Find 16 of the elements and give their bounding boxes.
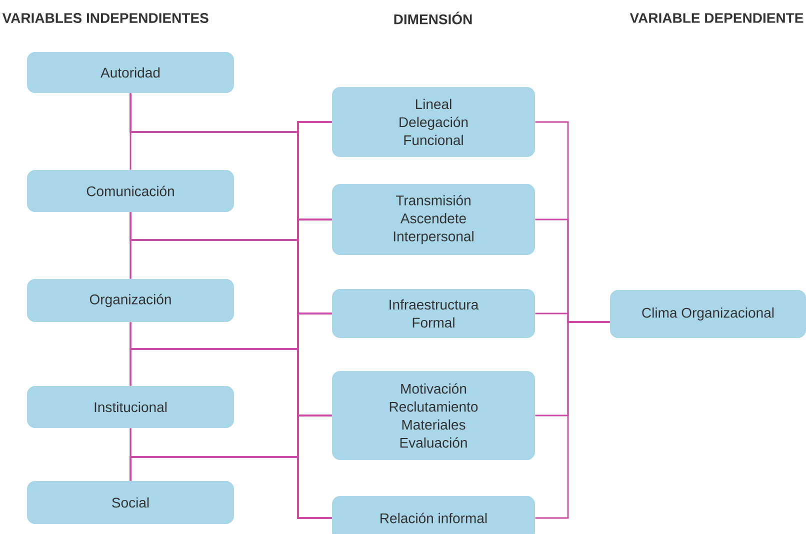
variable-box: Comunicación: [27, 170, 234, 212]
variable-box: Motivación Reclutamiento Materiales Evaluación: [332, 371, 535, 460]
variable-box: Infraestructura Formal: [332, 289, 535, 338]
variable-box: Lineal Delegación Funcional: [332, 87, 535, 157]
column-heading: VARIABLE DEPENDIENTE: [630, 13, 804, 23]
variable-box: Transmisión Ascendete Interpersonal: [332, 184, 535, 255]
connector-line: [535, 321, 610, 519]
variable-box: Clima Organizacional: [610, 290, 806, 338]
column-heading: VARIABLES INDEPENDIENTES: [2, 13, 208, 23]
column-heading: DIMENSIÓN: [394, 12, 472, 24]
variable-box: Social: [27, 481, 234, 524]
variable-box: Institucional: [27, 386, 234, 428]
variable-box: Organización: [27, 279, 234, 322]
connector-line: [130, 456, 332, 519]
variable-box: Autoridad: [27, 52, 234, 93]
variable-box: Relación informal: [332, 496, 535, 534]
